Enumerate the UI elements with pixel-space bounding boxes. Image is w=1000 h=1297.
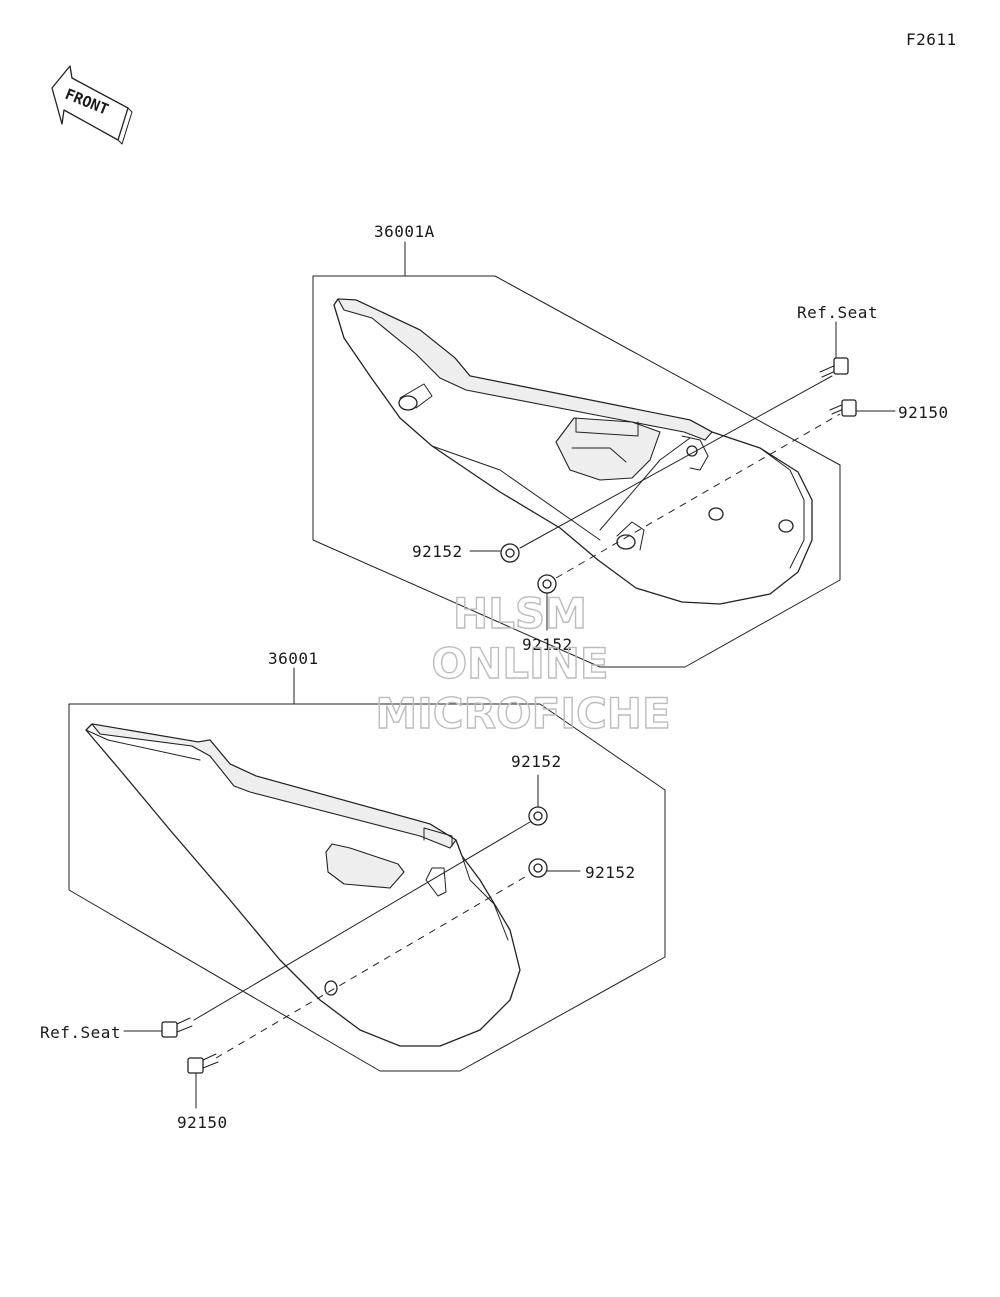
figure-code: F2611 [906,30,957,49]
lower-ref-seat-bolt-icon [123,1017,193,1038]
watermark: HLSM ONLINE MICROFICHE [375,588,672,738]
upper-frame [312,275,841,668]
lower-bolt-92150-icon [187,1053,219,1109]
upper-bolt-label: 92150 [898,403,949,422]
lower-side-cover [85,723,521,1047]
upper-mount-hole [686,445,698,457]
watermark-line-2: ONLINE [431,639,608,688]
upper-grommet-boss [616,534,636,550]
lower-grommet-boss [324,980,338,996]
lower-grommet-top-icon [528,774,548,826]
lower-part-number: 36001 [268,649,319,668]
lower-ref-seat-label: Ref.Seat [40,1023,121,1042]
lower-bolt-label: 92150 [177,1113,228,1132]
upper-grommet-left-icon [469,543,520,563]
upper-bolt-92150-icon [829,399,896,417]
lower-grommet-right-icon [528,858,581,878]
upper-side-cover [333,298,813,605]
upper-part-number: 36001A [374,222,435,241]
upper-grommet-left-label: 92152 [412,542,463,561]
lower-grommet-top-label: 92152 [511,752,562,771]
lower-frame [68,703,666,1072]
lower-side-cover-assembly: 36001 [40,649,666,1132]
upper-side-cover-assembly: 36001A [312,222,949,668]
lower-grommet-right-label: 92152 [585,863,636,882]
watermark-line-3: MICROFICHE [375,689,670,738]
upper-ref-seat-label: Ref.Seat [797,303,878,322]
watermark-line-1: HLSM [453,589,587,638]
front-arrow-icon: FRONT [51,65,133,145]
upper-ref-seat-bolt-icon [819,321,849,378]
upper-grommet-lower-icon [537,574,557,631]
upper-grommet-lower-label: 92152 [522,635,573,654]
